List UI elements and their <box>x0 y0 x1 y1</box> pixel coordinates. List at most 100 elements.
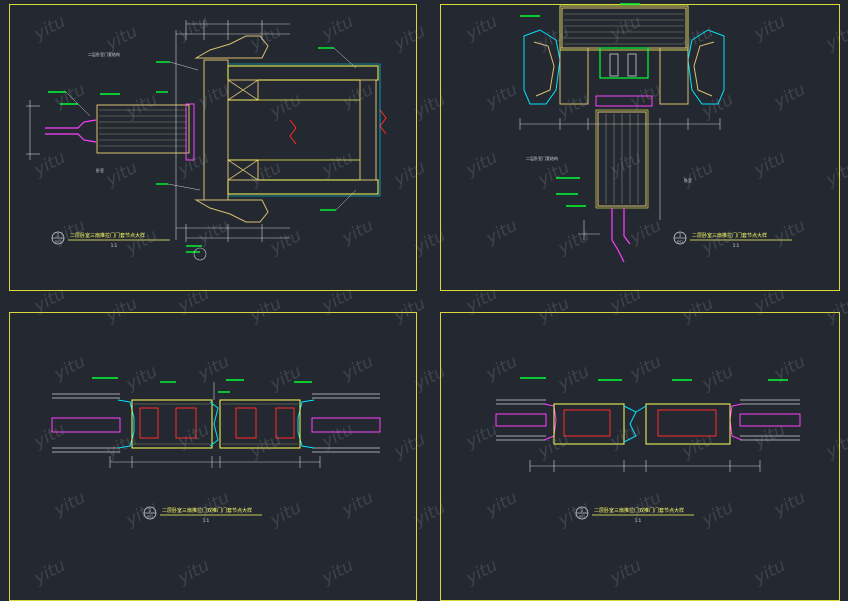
svg-text:卧室: 卧室 <box>684 177 692 183</box>
watermark-text: yitu <box>822 22 848 55</box>
watermark-text: yitu <box>410 498 449 531</box>
watermark-layer: yitu yitu yitu yitu yitu yitu yitu yitu yitu yitu… <box>30 12 848 589</box>
detail-marker-number: 1 <box>679 233 682 238</box>
watermark-text: yitu <box>462 420 501 453</box>
watermark-text: yitu <box>194 488 233 521</box>
watermark-text: yitu <box>266 498 305 531</box>
detail-title: 二层卧室三扇推拉门门套节点大样 <box>692 232 767 239</box>
detail-marker-number: 1 <box>581 508 584 513</box>
watermark-text: yitu <box>194 216 233 249</box>
watermark-text: yitu <box>606 12 645 45</box>
watermark-text: yitu <box>318 284 357 317</box>
watermark-text: yitu <box>678 158 717 191</box>
watermark-text: yitu <box>50 352 89 385</box>
watermark-text: yitu <box>410 362 449 395</box>
watermark-text: yitu <box>30 12 69 45</box>
svg-text:卧室: 卧室 <box>96 167 104 173</box>
watermark-text: yitu <box>50 488 89 521</box>
detail-scale: 1:1 <box>111 243 118 248</box>
watermark-text: yitu <box>606 556 645 589</box>
sheet-frame-top-left <box>9 4 417 291</box>
watermark-text: yitu <box>462 148 501 181</box>
watermark-text: yitu <box>482 216 521 249</box>
watermark-text: yitu <box>102 294 141 327</box>
watermark-text: yitu <box>462 556 501 589</box>
watermark-text: yitu <box>122 362 161 395</box>
watermark-text: yitu <box>482 80 521 113</box>
watermark-text: yitu <box>554 226 593 259</box>
watermark-text: yitu <box>678 294 717 327</box>
watermark-text: yitu <box>266 362 305 395</box>
sheet-2-drawing: 二层卧室门套结构 卧室 <box>519 3 725 263</box>
watermark-text: yitu <box>246 158 285 191</box>
detail-title: 二层卧室三扇推拉门双推门门套节点大样 <box>162 507 252 514</box>
watermark-text: yitu <box>750 420 789 453</box>
watermark-text: yitu <box>174 556 213 589</box>
watermark-text: yitu <box>30 556 69 589</box>
watermark-text: yitu <box>626 80 665 113</box>
watermark-text: yitu <box>338 488 377 521</box>
watermark-text: yitu <box>750 284 789 317</box>
watermark-text: yitu <box>554 362 593 395</box>
detail-marker-number: 1 <box>57 233 60 238</box>
sheet-4-drawing <box>495 377 801 472</box>
watermark-text: yitu <box>174 284 213 317</box>
watermark-text: yitu <box>390 294 429 327</box>
watermark-text: yitu <box>678 430 717 463</box>
sheet-3-drawing <box>51 377 381 468</box>
detail-title: 二层卧室三扇推拉门门套节点大样 <box>70 232 145 239</box>
watermark-text: yitu <box>698 90 737 123</box>
detail-marker-sheet: D01 <box>677 240 683 244</box>
watermark-text: yitu <box>554 498 593 531</box>
watermark-text: yitu <box>770 80 809 113</box>
watermark-text: yitu <box>122 498 161 531</box>
watermark-text: yitu <box>482 488 521 521</box>
watermark-text: yitu <box>482 352 521 385</box>
watermark-text: yitu <box>246 430 285 463</box>
detail-marker-sheet: D01 <box>579 515 585 519</box>
detail-title: 二层卧室三扇推拉门双推门门套节点大样 <box>594 507 684 514</box>
watermark-text: yitu <box>246 294 285 327</box>
watermark-text: yitu <box>318 12 357 45</box>
watermark-text: yitu <box>626 488 665 521</box>
detail-scale: 1:1 <box>203 518 210 523</box>
watermark-text: yitu <box>266 226 305 259</box>
watermark-text: yitu <box>606 148 645 181</box>
watermark-text: yitu <box>338 352 377 385</box>
watermark-text: yitu <box>534 430 573 463</box>
watermark-text: yitu <box>194 80 233 113</box>
svg-text:二层卧室门套结构: 二层卧室门套结构 <box>88 51 120 57</box>
watermark-text: yitu <box>606 420 645 453</box>
watermark-text: yitu <box>770 488 809 521</box>
watermark-text: yitu <box>266 90 305 123</box>
watermark-text: yitu <box>390 158 429 191</box>
watermark-text: yitu <box>822 430 848 463</box>
watermark-text: yitu <box>102 22 141 55</box>
title-blocks: 1D01二层卧室三扇推拉门门套节点大样1:11D01二层卧室三扇推拉门门套节点大… <box>51 231 792 523</box>
watermark-text: yitu <box>410 90 449 123</box>
watermark-text: yitu <box>102 158 141 191</box>
detail-marker-number: 1 <box>149 508 152 513</box>
watermark-text: yitu <box>534 294 573 327</box>
watermark-text: yitu <box>822 158 848 191</box>
watermark-text: yitu <box>318 148 357 181</box>
watermark-text: yitu <box>750 148 789 181</box>
watermark-text: yitu <box>462 12 501 45</box>
watermark-text: yitu <box>50 80 89 113</box>
watermark-text: yitu <box>122 90 161 123</box>
detail-marker-sheet: D01 <box>55 240 61 244</box>
watermark-text: yitu <box>606 284 645 317</box>
watermark-text: yitu <box>30 148 69 181</box>
watermark-text: yitu <box>318 556 357 589</box>
watermark-text: yitu <box>102 430 141 463</box>
watermark-text: yitu <box>338 80 377 113</box>
watermark-text: yitu <box>390 430 429 463</box>
watermark-text: yitu <box>462 284 501 317</box>
watermark-text: yitu <box>626 216 665 249</box>
watermark-text: yitu <box>390 22 429 55</box>
watermark-text: yitu <box>174 12 213 45</box>
